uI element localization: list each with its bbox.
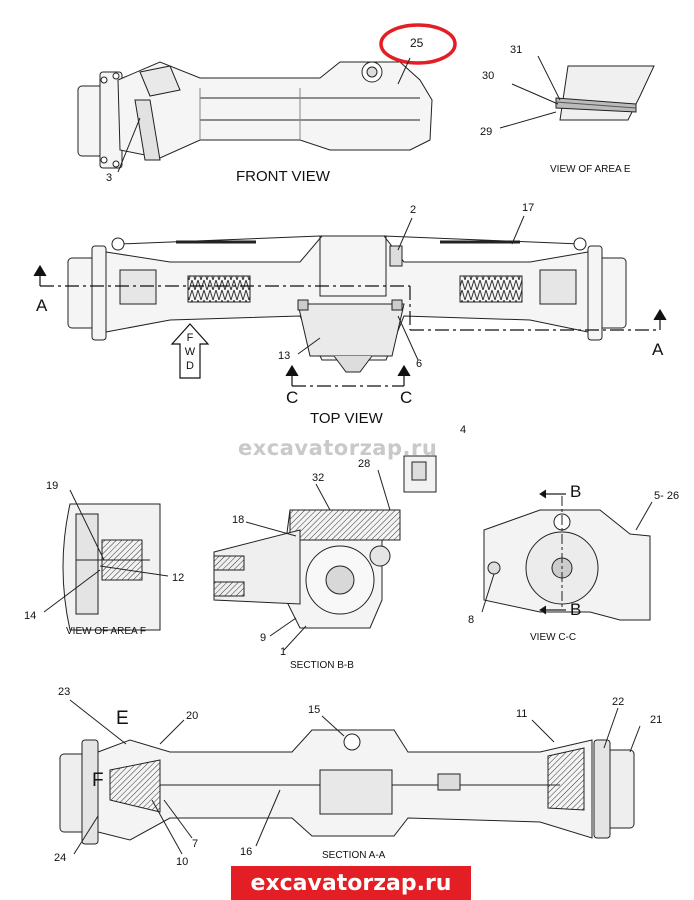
section-bb-title: SECTION B-B xyxy=(290,660,354,671)
callout-22: 22 xyxy=(612,696,625,708)
callout-7: 7 xyxy=(192,838,199,850)
callout-10: 10 xyxy=(176,856,189,868)
section-letter-a-left: A xyxy=(36,296,48,315)
front-view-title: FRONT VIEW xyxy=(236,168,330,185)
callout-13: 13 xyxy=(278,350,291,362)
section-letter-f: F xyxy=(92,770,104,791)
section-letter-b-bottom: B xyxy=(570,600,582,619)
callout-23: 23 xyxy=(58,686,71,698)
brand-text: excavatorzap.ru xyxy=(250,870,452,896)
section-letter-b-top: B xyxy=(570,482,582,501)
callout-9: 9 xyxy=(260,632,267,644)
fwd-letter-d: D xyxy=(186,360,194,372)
section-lines xyxy=(33,264,667,387)
callout-4: 4 xyxy=(460,424,467,436)
area-f-drawing xyxy=(43,489,169,631)
fwd-letter-f: F xyxy=(186,332,194,344)
top-view-drawing xyxy=(67,235,627,373)
callout-3: 3 xyxy=(106,172,113,184)
watermark-text: excavatorzap.ru xyxy=(238,436,438,460)
section-letter-a-right: A xyxy=(652,340,664,359)
callout-15: 15 xyxy=(308,704,321,716)
section-bb-drawing xyxy=(213,455,437,651)
callout-8: 8 xyxy=(468,614,475,626)
top-view-title: TOP VIEW xyxy=(310,410,383,427)
callout-5-26: 5- 26 xyxy=(654,490,680,502)
section-letter-c-left: C xyxy=(286,388,299,407)
callout-29: 29 xyxy=(480,126,493,138)
section-letter-e: E xyxy=(116,708,129,729)
area-e-drawing xyxy=(499,55,655,129)
section-aa-title: SECTION A-A xyxy=(322,850,386,861)
callout-2: 2 xyxy=(410,204,417,216)
view-cc-drawing xyxy=(481,489,653,621)
section-letter-c-right: C xyxy=(400,388,413,407)
highlight-circle xyxy=(379,23,457,65)
callout-20: 20 xyxy=(186,710,199,722)
callout-32: 32 xyxy=(312,472,325,484)
callout-24: 24 xyxy=(54,852,67,864)
callout-16: 16 xyxy=(240,846,253,858)
view-cc-title: VIEW C-C xyxy=(530,632,577,643)
callout-18: 18 xyxy=(232,514,245,526)
callout-17: 17 xyxy=(522,202,535,214)
callout-19: 19 xyxy=(46,480,59,492)
fwd-arrow xyxy=(170,323,210,379)
brand-banner[interactable]: excavatorzap.ru xyxy=(231,866,471,900)
callout-14: 14 xyxy=(24,610,37,622)
callout-30: 30 xyxy=(482,70,495,82)
fwd-letter-w: W xyxy=(184,346,196,358)
callout-1: 1 xyxy=(280,646,287,658)
callout-31: 31 xyxy=(510,44,523,56)
view-area-e-title: VIEW OF AREA E xyxy=(550,164,631,175)
callout-12: 12 xyxy=(172,572,185,584)
callout-21: 21 xyxy=(650,714,663,726)
section-aa-drawing xyxy=(59,699,641,855)
callout-6: 6 xyxy=(416,358,423,370)
callout-28: 28 xyxy=(358,458,371,470)
callout-25: 25 xyxy=(410,36,424,50)
front-view-drawing xyxy=(77,61,433,169)
callout-11: 11 xyxy=(516,708,528,720)
view-area-f-title: VIEW OF AREA F xyxy=(66,626,147,637)
